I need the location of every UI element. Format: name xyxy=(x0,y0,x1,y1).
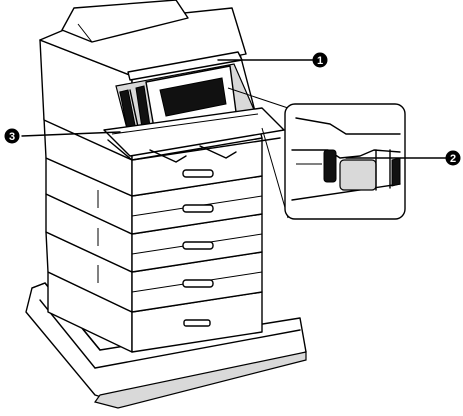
cassette-handle[interactable] xyxy=(182,169,214,178)
cassette-handle[interactable] xyxy=(182,241,214,250)
callout-3: 3 xyxy=(4,128,20,144)
callout-2: 2 xyxy=(445,150,461,166)
callout-1-label: 1 xyxy=(317,55,323,67)
ink-cartridge-lever[interactable] xyxy=(323,149,337,183)
cassette-handle[interactable] xyxy=(183,319,211,327)
callout-leaders xyxy=(21,59,451,159)
magnified-detail xyxy=(227,87,406,220)
cassette-handle[interactable] xyxy=(182,204,214,213)
paper-cassette-stack xyxy=(43,117,263,353)
callout-2-label: 2 xyxy=(450,153,456,165)
callout-3-label: 3 xyxy=(9,131,15,143)
callout-1: 1 xyxy=(312,52,328,68)
cassette-handle[interactable] xyxy=(182,279,214,288)
front-cover[interactable] xyxy=(103,107,285,163)
